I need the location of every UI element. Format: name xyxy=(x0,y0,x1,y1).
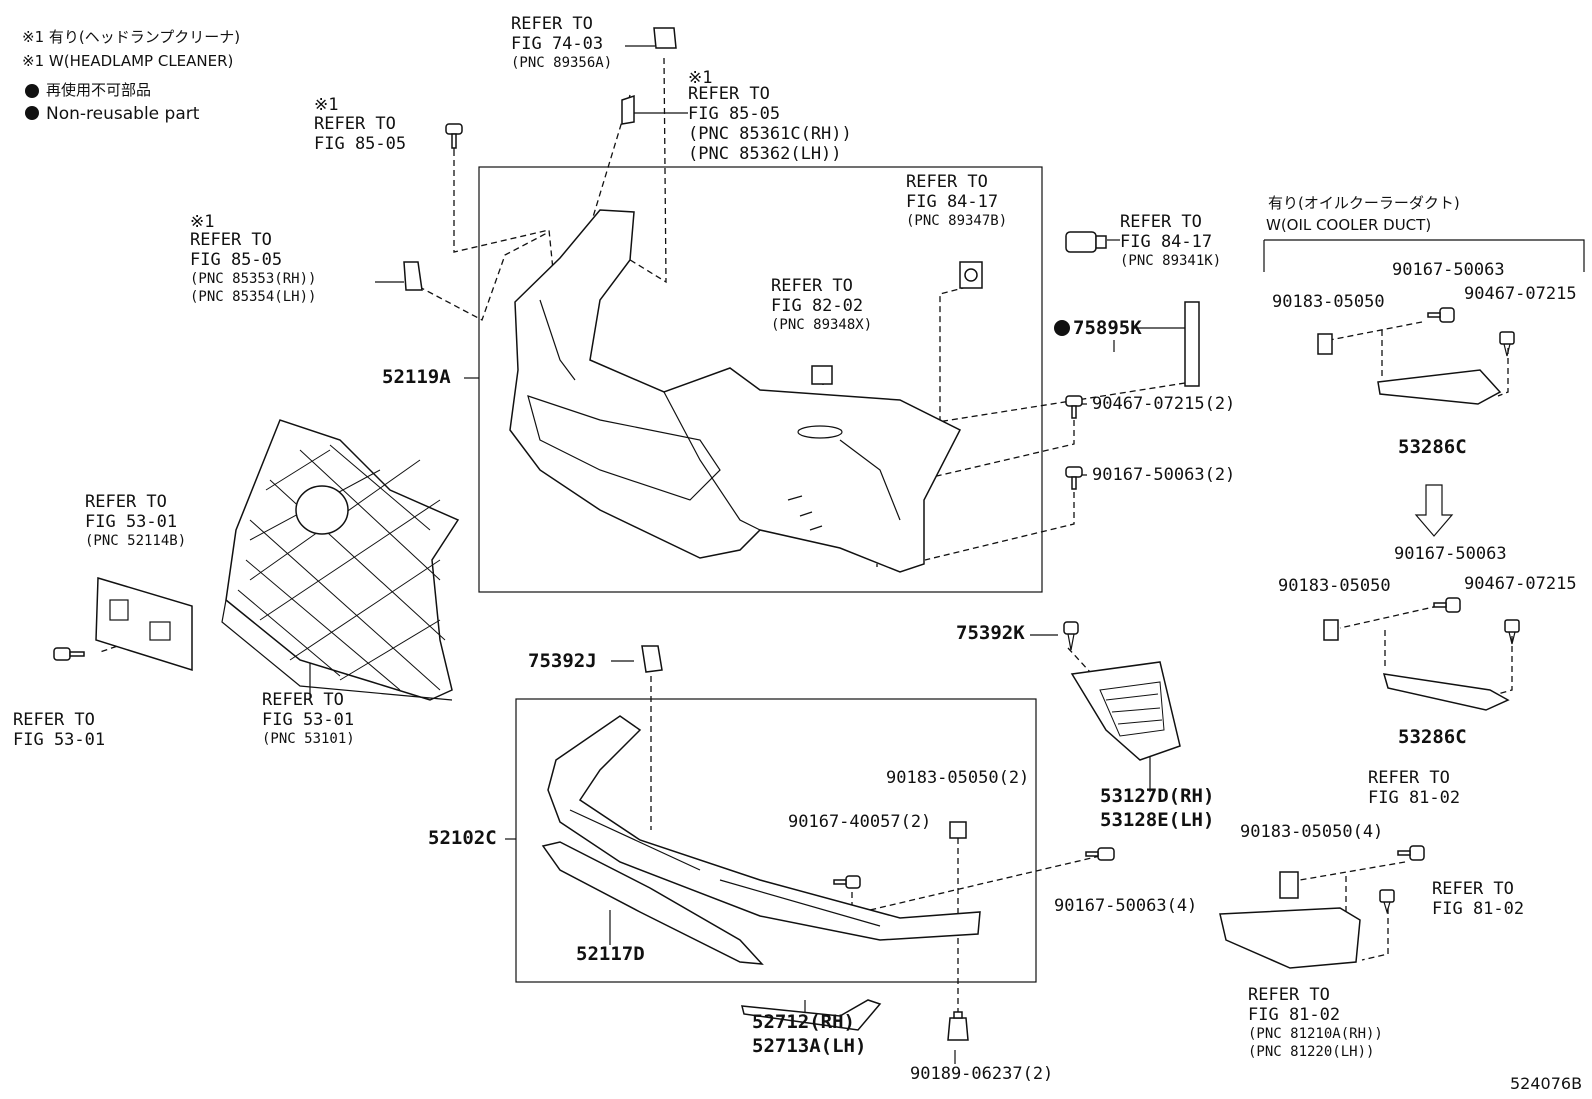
legend-nonreuse-jp: 再使用不可部品 xyxy=(46,81,152,99)
part-90167-50063-2: 90167-50063(2) xyxy=(1092,465,1236,485)
bolt-icon xyxy=(1085,847,1115,861)
part-53286C-a: 53286C xyxy=(1398,436,1467,458)
part-90167-50063-b: 90167-50063 xyxy=(1394,544,1507,564)
nonreusable-dot-icon xyxy=(25,84,39,98)
lower-absorber xyxy=(547,715,981,941)
part-52117D: 52117D xyxy=(576,943,645,965)
bolt-icon xyxy=(833,875,861,889)
cap-icon xyxy=(621,94,635,125)
part-90189-06237-2: 90189-06237(2) xyxy=(910,1064,1054,1084)
clip-icon xyxy=(1379,889,1395,915)
part-75392J: 75392J xyxy=(528,650,597,672)
diagram-id: 524076B xyxy=(1510,1074,1583,1093)
bolt-icon xyxy=(1427,307,1455,323)
oil-cooler-en: W(OIL COOLER DUCT) xyxy=(1266,216,1432,234)
part-52712: 52712(RH) xyxy=(752,1011,855,1033)
sensor-icon xyxy=(959,261,983,289)
nut-icon xyxy=(1323,619,1339,641)
license-plate-bracket xyxy=(95,577,193,672)
part-90167-50063-a: 90167-50063 xyxy=(1392,260,1505,280)
bolt-icon xyxy=(53,647,85,661)
nut-icon xyxy=(949,821,967,839)
part-90183-05050-2: 90183-05050(2) xyxy=(886,768,1030,788)
part-90467-07215-2: 90467-07215(2) xyxy=(1092,394,1236,414)
part-53286C-b: 53286C xyxy=(1398,726,1467,748)
nut-icon xyxy=(1279,871,1299,899)
note-marker: ※1 xyxy=(314,95,339,115)
oil-cooler-duct-b xyxy=(1382,673,1510,711)
bolt-icon xyxy=(445,123,463,149)
clip-icon xyxy=(1499,331,1515,357)
bolt-icon xyxy=(1065,395,1083,419)
sensor-icon xyxy=(1065,231,1107,253)
part-90183-05050-b: 90183-05050 xyxy=(1278,576,1391,596)
part-52102C: 52102C xyxy=(428,827,497,849)
clip-icon xyxy=(1063,621,1079,651)
part-90183-05050-a: 90183-05050 xyxy=(1272,292,1385,312)
part-53127D: 53127D(RH) xyxy=(1100,785,1215,807)
part-90167-50063-4: 90167-50063(4) xyxy=(1054,896,1198,916)
cap-icon xyxy=(653,27,677,49)
nonreusable-dot-icon xyxy=(25,106,39,120)
moulding-strip xyxy=(1184,301,1200,387)
nut-icon xyxy=(1317,333,1333,355)
lower-grille xyxy=(541,841,764,965)
clip-icon xyxy=(947,1011,969,1041)
lower-absorber-group-box xyxy=(515,698,1037,983)
cap-icon xyxy=(403,261,423,291)
part-52713A: 52713A(LH) xyxy=(752,1035,867,1057)
fog-lamp-cover xyxy=(1070,661,1181,761)
part-90467-07215-a: 90467-07215 xyxy=(1464,284,1577,304)
clip-icon xyxy=(1504,619,1520,645)
radiator-grille xyxy=(221,419,460,701)
part-90167-40057-2: 90167-40057(2) xyxy=(788,812,932,832)
legend-nonreuse-en: Non-reusable part xyxy=(46,104,200,124)
part-90467-07215-b: 90467-07215 xyxy=(1464,574,1577,594)
note-marker: ※1 xyxy=(688,68,713,88)
bumper-cover xyxy=(509,209,962,573)
legend-note1-jp: ※1 有り(ヘッドランプクリーナ) xyxy=(22,28,241,46)
bracket-icon xyxy=(641,645,663,673)
part-90183-05050-4: 90183-05050(4) xyxy=(1240,822,1384,842)
fog-lamp xyxy=(1219,907,1361,969)
bumper-cover-group-box xyxy=(478,166,1043,593)
nonreusable-dot-icon xyxy=(1054,320,1070,336)
bolt-icon xyxy=(1397,845,1425,861)
arrow-down-icon xyxy=(1414,484,1454,537)
lower-moulding xyxy=(741,999,882,1031)
note-marker: ※1 xyxy=(190,212,215,232)
part-75895K: 75895K xyxy=(1073,317,1142,339)
oil-cooler-bracket xyxy=(1263,239,1585,272)
legend-note1-en: ※1 W(HEADLAMP CLEANER) xyxy=(22,52,234,70)
bolt-icon xyxy=(1065,466,1083,490)
oil-cooler-duct-a xyxy=(1377,369,1502,405)
oil-cooler-jp: 有り(オイルクーラーダクト) xyxy=(1268,194,1460,212)
part-52119A: 52119A xyxy=(382,366,451,388)
bolt-icon xyxy=(1433,597,1461,613)
bracket-icon xyxy=(811,365,833,385)
part-75392K: 75392K xyxy=(956,622,1025,644)
part-53128E: 53128E(LH) xyxy=(1100,809,1215,831)
